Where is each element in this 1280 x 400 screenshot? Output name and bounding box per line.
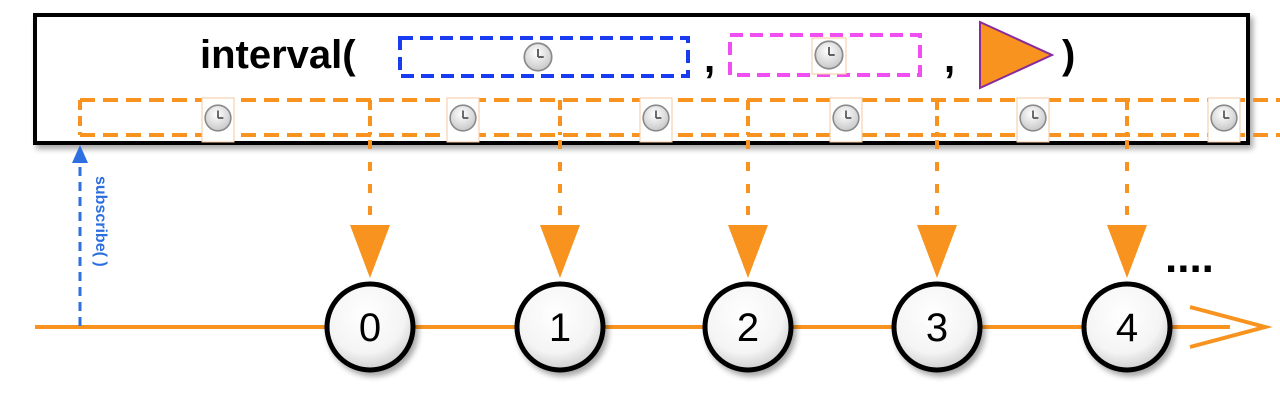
emission-arrows — [350, 140, 1147, 278]
marble-4: 4 — [1081, 281, 1173, 373]
subscribe-indicator: subscribe( ) — [72, 145, 109, 326]
emission-arrowhead — [917, 225, 957, 278]
clock-icon — [523, 42, 553, 72]
emission-arrowhead — [350, 225, 390, 278]
clock-icon — [814, 40, 844, 70]
marble-circle — [1081, 281, 1173, 373]
marble-circle — [324, 281, 416, 373]
subscribe-label: subscribe( ) — [92, 176, 109, 267]
arg-period-blue — [398, 36, 690, 78]
clock-icon — [1019, 104, 1047, 132]
marble-label: 4 — [1116, 306, 1138, 350]
marble-label: 2 — [737, 306, 759, 350]
marble-circle — [891, 281, 983, 373]
marble-1: 1 — [514, 281, 606, 373]
operator-name: interval( — [200, 33, 356, 77]
marble-label: 0 — [359, 306, 381, 350]
arg-period-pink — [728, 33, 922, 77]
period-row — [78, 97, 1280, 143]
close-paren: ) — [1062, 33, 1075, 77]
emission-arrowhead — [1107, 225, 1147, 278]
clock-icon — [204, 104, 232, 132]
emission-arrowhead — [728, 225, 768, 278]
clock-icon — [832, 104, 860, 132]
marble-2: 2 — [702, 281, 794, 373]
clock-icon — [642, 104, 670, 132]
arg-separator: , — [944, 37, 955, 81]
marble-circle — [514, 281, 606, 373]
clock-icon — [1210, 104, 1238, 132]
scheduler-triangle-icon — [979, 20, 1055, 90]
continuation-dots: .... — [1165, 233, 1214, 282]
clock-icon — [449, 104, 477, 132]
marble-label: 1 — [549, 306, 571, 350]
marble-0: 0 — [324, 281, 416, 373]
marble-circle — [702, 281, 794, 373]
emission-arrowhead — [540, 225, 580, 278]
emission-marbles: 0 1 2 3 4 — [324, 281, 1173, 373]
marble-label: 3 — [926, 306, 948, 350]
marble-3: 3 — [891, 281, 983, 373]
timeline-arrowhead — [1189, 305, 1273, 349]
arg-separator: , — [704, 37, 715, 81]
